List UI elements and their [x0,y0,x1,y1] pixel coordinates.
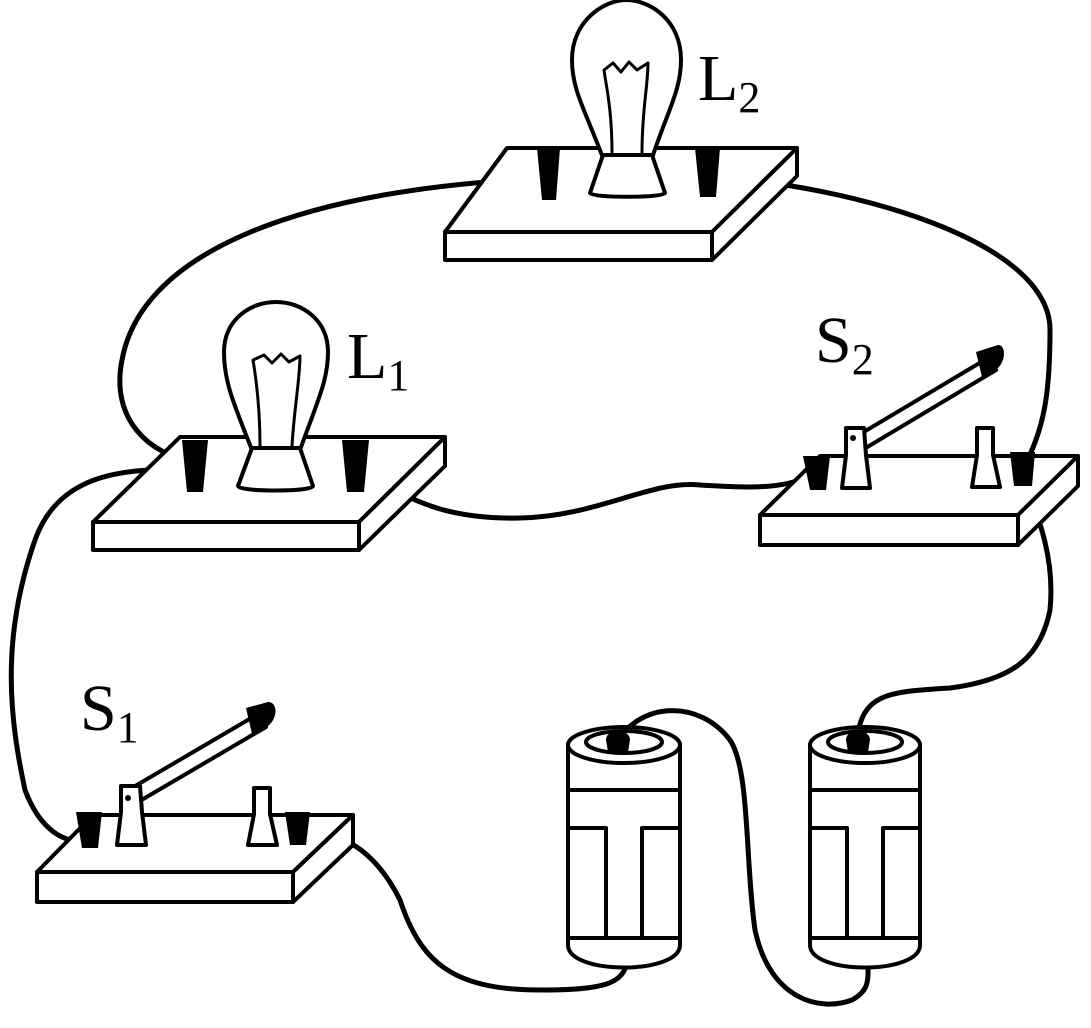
bulb-l1-base-side [357,435,447,552]
component-labels: L2 L1 S2 S1 [80,42,874,752]
label-s2-sub: 2 [852,335,874,384]
battery-b-top-inner [826,729,904,755]
bulb-l1 [91,300,447,552]
label-s1: S1 [80,672,139,752]
label-l1-sub: 1 [387,351,409,400]
label-s2-letter: S [815,304,852,377]
switch-s1-handle [246,702,276,734]
switch-s1-lever [123,712,268,807]
wires [8,173,1054,1007]
switch-s1-terminal-left [76,812,102,848]
switch-s2-terminal-left [803,456,830,490]
switch-s1-contact-post [246,786,279,847]
battery-b-terminal [846,731,870,752]
label-s1-letter: S [80,672,117,745]
bulb-l2-socket [588,153,667,199]
wire-l1-left-to-s1-left [8,467,198,844]
bulb-l1-base-front [91,520,361,552]
switch-s1 [35,702,355,904]
switch-s2-base-side [1016,454,1080,547]
battery-b-body [808,743,922,970]
bulb-l2-terminal-left [537,148,560,200]
wire-s1-right-to-battery-a [295,827,630,993]
label-l1: L1 [347,320,409,400]
switch-s1-terminal-right [285,812,310,845]
switch-s2-contact-post [970,426,1002,489]
wire-l1-left-to-l2-left [117,175,551,465]
battery-a-body [566,743,682,970]
switch-s2-terminal-right [1010,452,1035,486]
battery-a-label-frame [566,826,682,940]
bulb-l2-filament [602,60,650,154]
battery-b-label-frame [808,826,922,940]
switch-s1-pivot-pin [125,795,131,801]
battery-cell-a [566,725,682,970]
bulb-l1-filament [251,352,302,448]
label-s2: S2 [815,304,874,384]
wire-battery-a-to-battery-b [612,708,871,1007]
switch-s2-base-front [758,513,1020,547]
switch-s2-handle [976,345,1004,377]
wire-s2-right-to-battery-b [854,472,1054,743]
bulb-l1-socket [236,446,315,493]
switch-s1-pivot-post [115,784,148,847]
battery-cell-b [808,725,922,970]
switch-s1-base-side [291,813,355,904]
bulb-l1-terminal-left [182,440,208,492]
label-l2-sub: 2 [738,73,760,122]
switch-s2-pivot-post [840,426,872,490]
battery-a-terminal [606,731,630,752]
label-s1-sub: 1 [117,703,139,752]
switch-s2-pivot-pin [850,435,856,441]
switch-s2 [758,345,1080,547]
wire-l1-right-to-s2-left [352,467,818,521]
bulb-l1-terminal-right [342,440,369,492]
bulb-l2 [443,0,799,262]
label-l2: L2 [698,42,760,122]
label-l2-letter: L [698,42,738,115]
bulb-l2-base-front [443,230,714,262]
bulb-l2-glass [570,0,683,160]
label-l1-letter: L [347,320,387,393]
wire-l2-right-to-s2-right [702,173,1053,473]
bulb-l2-base-side [710,146,799,262]
bulb-l1-glass [222,300,330,452]
battery-a-top-inner [584,729,664,755]
switch-s1-base-front [35,870,295,904]
bulb-l2-terminal-right [695,148,720,197]
